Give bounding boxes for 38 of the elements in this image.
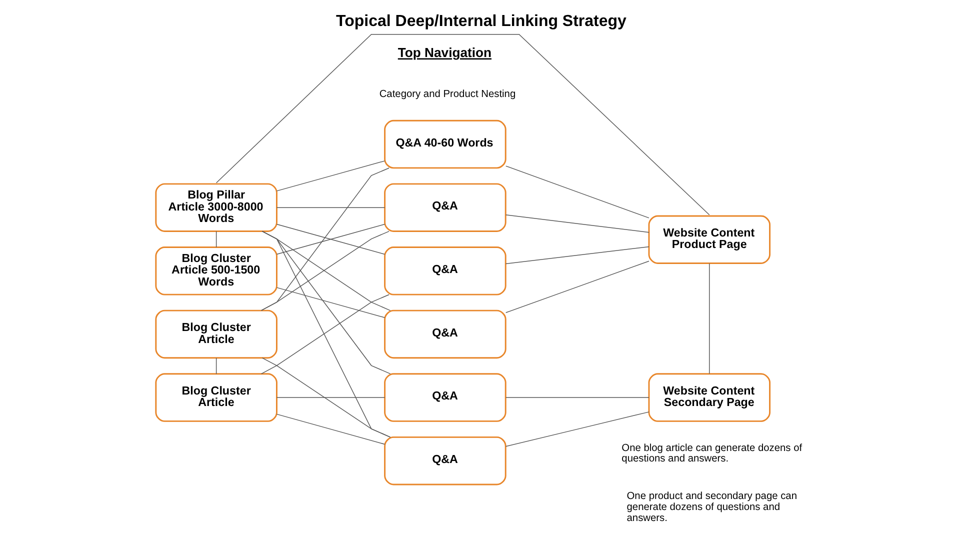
- node-box: Website Content Secondary Page: [648, 373, 770, 422]
- connector: [276, 414, 385, 445]
- connector: [505, 214, 649, 233]
- connector: [215, 230, 216, 248]
- label: One product and secondary page can generate dozens of questions and answers.: [626, 491, 796, 524]
- node-box: Q&A 40-60 Words: [384, 120, 506, 169]
- connector: [261, 358, 390, 438]
- node-box: Q&A: [384, 246, 506, 296]
- connector: [260, 168, 389, 311]
- connector: [276, 160, 385, 192]
- connector: [276, 287, 385, 318]
- connector: [261, 230, 390, 438]
- connector: [261, 230, 390, 374]
- connector: [505, 260, 649, 313]
- connector: [215, 34, 710, 216]
- label: Category and Product Nesting: [378, 88, 516, 100]
- node-box: Q&A: [384, 436, 506, 486]
- connector: [505, 246, 649, 264]
- connector: [260, 294, 389, 374]
- connector: [276, 207, 385, 208]
- connector: [276, 397, 385, 398]
- label: Top Navigation: [397, 45, 491, 60]
- connector: [276, 224, 385, 255]
- node-box: Q&A: [384, 183, 506, 232]
- node-box: Q&A: [384, 310, 506, 359]
- node-box: Blog Cluster Article: [154, 310, 277, 359]
- connector: [215, 358, 216, 374]
- node-box: Blog Cluster Article: [154, 373, 277, 422]
- connector: [505, 397, 649, 398]
- node-box: Q&A: [384, 373, 506, 422]
- connector: [708, 263, 710, 374]
- node-box: Website Content Product Page: [648, 215, 770, 264]
- connector: [505, 166, 649, 218]
- diagram-title: Topical Deep/Internal Linking Strategy: [336, 13, 626, 30]
- node-box: Blog Pillar Article 3000-8000 Words: [154, 183, 277, 232]
- label: One blog article can generate dozens of questions and answers.: [621, 442, 802, 465]
- connector: [505, 412, 649, 447]
- node-box: Blog Cluster Article 500-1500 Words: [154, 246, 277, 296]
